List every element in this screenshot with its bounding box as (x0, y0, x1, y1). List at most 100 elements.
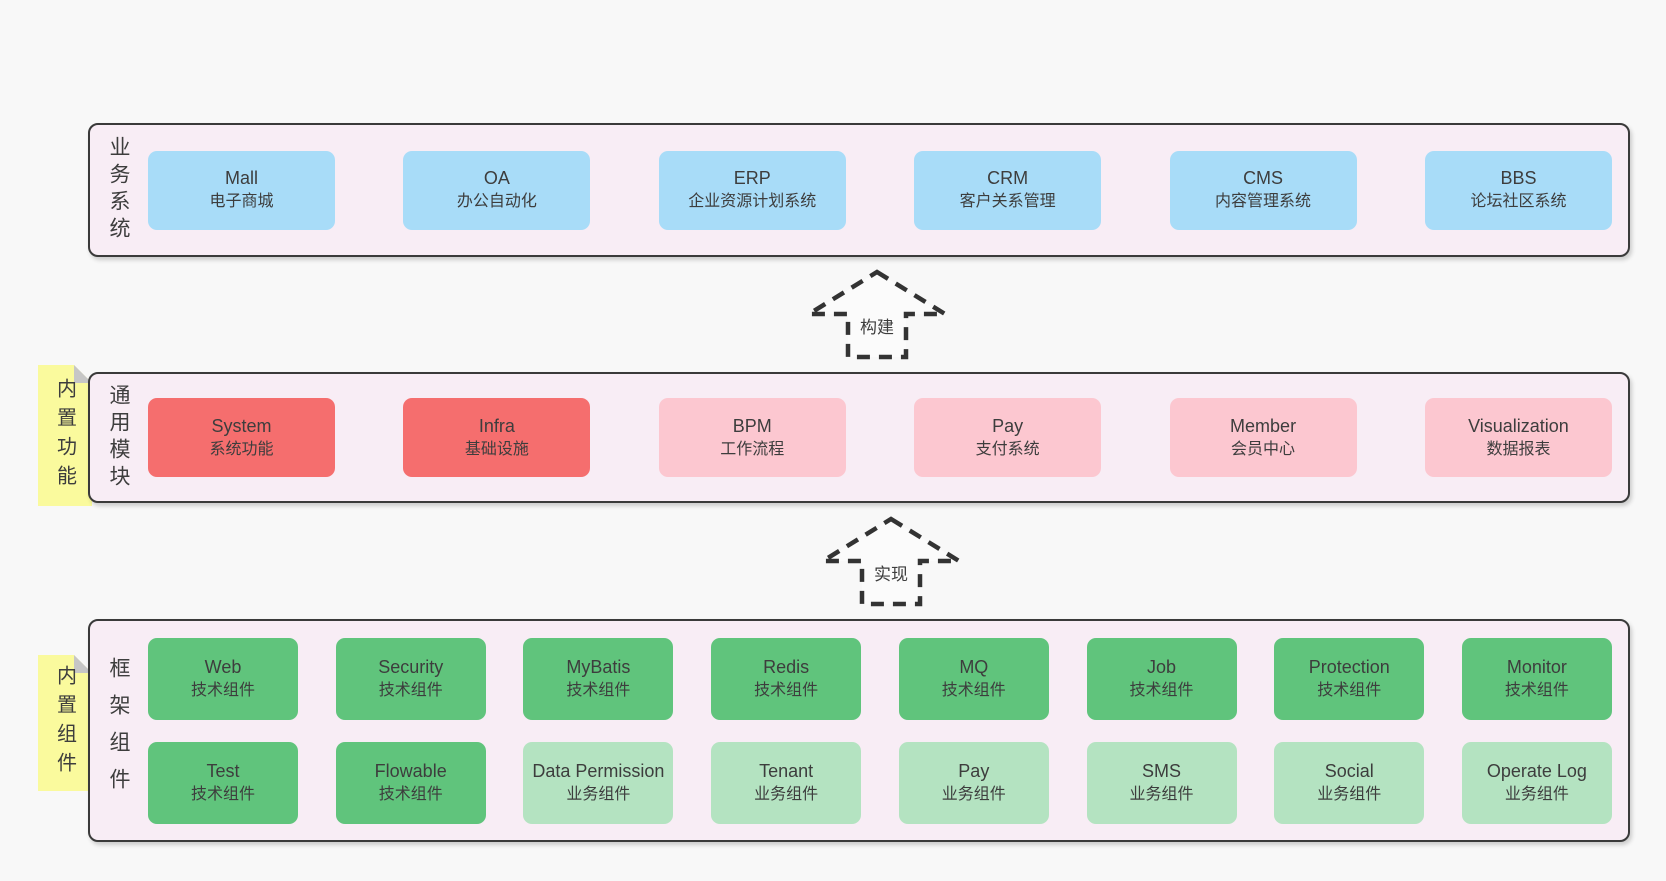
band-boxes: System 系统功能 Infra 基础设施 BPM 工作流程 Pay 支付系统 Member 会… (148, 374, 1612, 501)
box-subtitle: 业务组件 (1129, 785, 1194, 803)
arrow-implement: 实现 (820, 515, 962, 607)
box-subtitle: 技术组件 (378, 681, 443, 699)
box-title: Visualization (1468, 415, 1569, 436)
box-subtitle: 技术组件 (1129, 681, 1194, 699)
box-subtitle: 业务组件 (1317, 785, 1382, 803)
box-subtitle: 技术组件 (754, 681, 819, 699)
sticky-note-label: 内置组件 (53, 665, 76, 781)
band-side-label: 通用模块 (107, 383, 130, 492)
sticky-note-built-in-functions: 内置功能 (38, 365, 92, 506)
box-subtitle: 业务组件 (1504, 785, 1569, 803)
arrow-label: 构建 (856, 312, 898, 339)
box-title: MQ (959, 656, 989, 677)
box-subtitle: 基础设施 (464, 440, 529, 458)
box-title: CMS (1243, 168, 1284, 188)
box-title: MyBatis (566, 656, 631, 677)
box-subtitle: 技术组件 (378, 785, 443, 803)
box-title: Data Permission (532, 760, 665, 781)
arrow-label: 实现 (870, 559, 912, 586)
box-subtitle: 技术组件 (190, 785, 255, 803)
box-title: Redis (763, 656, 810, 677)
box-title: BBS (1500, 168, 1537, 188)
box-components-monitor: Monitor 技术组件 (1461, 637, 1612, 720)
sticky-note-built-in-components: 内置组件 (38, 655, 92, 791)
box-components-tenant: Tenant 业务组件 (711, 741, 862, 824)
box-title: Pay (958, 760, 990, 781)
box-title: Monitor (1506, 656, 1567, 677)
box-title: Flowable (374, 760, 447, 781)
box-title: ERP (733, 168, 771, 188)
box-title: Security (378, 656, 444, 677)
box-title: OA (483, 168, 510, 188)
box-components-protection: Protection 技术组件 (1274, 637, 1425, 720)
box-subtitle: 技术组件 (1504, 681, 1569, 699)
box-subtitle: 办公自动化 (456, 193, 537, 210)
sticky-note-label: 内置功能 (53, 377, 76, 494)
box-title: Tenant (759, 760, 814, 781)
box-title: SMS (1142, 760, 1182, 781)
box-subtitle: 技术组件 (941, 681, 1006, 699)
box-title: System (211, 415, 272, 436)
box-components-mq: MQ 技术组件 (898, 637, 1049, 720)
box-title: Test (206, 760, 240, 781)
box-business-bbs: BBS 论坛社区系统 (1424, 150, 1612, 230)
box-business-cms: CMS 内容管理系统 (1169, 150, 1357, 230)
box-components-sms: SMS 业务组件 (1086, 741, 1237, 824)
box-subtitle: 系统功能 (209, 440, 274, 458)
box-modules-infra: Infra 基础设施 (403, 398, 591, 477)
band-side-label: 业务系统 (107, 136, 130, 244)
box-modules-visualization: Visualization 数据报表 (1424, 398, 1612, 477)
box-row: Mall 电子商城 OA 办公自动化 ERP 企业资源计划系统 CRM 客户关系管理 CMS 内容… (148, 150, 1612, 230)
box-modules-bpm: BPM 工作流程 (658, 398, 846, 477)
box-subtitle: 企业资源计划系统 (688, 193, 817, 210)
box-title: BPM (732, 415, 772, 436)
box-business-erp: ERP 企业资源计划系统 (658, 150, 846, 230)
box-subtitle: 客户关系管理 (959, 193, 1056, 210)
box-components-social: Social 业务组件 (1274, 741, 1425, 824)
band-common-modules: 通用模块 System 系统功能 Infra 基础设施 BPM 工作流程 Pay 支付系统 Me… (88, 372, 1630, 503)
box-title: Mall (224, 168, 258, 188)
box-components-pay: Pay 业务组件 (898, 741, 1049, 824)
box-business-crm: CRM 客户关系管理 (914, 150, 1102, 230)
box-subtitle: 电子商城 (209, 193, 274, 210)
box-title: Member (1230, 415, 1297, 436)
box-components-test: Test 技术组件 (148, 741, 298, 824)
box-business-mall: Mall 电子商城 (148, 150, 335, 230)
box-title: Protection (1308, 656, 1390, 677)
box-subtitle: 技术组件 (1317, 681, 1382, 699)
box-components-redis: Redis 技术组件 (711, 637, 862, 720)
box-subtitle: 业务组件 (941, 785, 1006, 803)
box-business-oa: OA 办公自动化 (403, 150, 591, 230)
box-components-flowable: Flowable 技术组件 (335, 741, 486, 824)
box-title: Web (204, 656, 242, 677)
box-modules-member: Member 会员中心 (1169, 398, 1357, 477)
band-business-systems: 业务系统 Mall 电子商城 OA 办公自动化 ERP 企业资源计划系统 CRM 客户关系管理… (88, 123, 1630, 257)
box-subtitle: 工作流程 (720, 440, 785, 458)
box-components-operate-log: Operate Log 业务组件 (1461, 741, 1612, 824)
box-subtitle: 内容管理系统 (1215, 193, 1312, 210)
box-title: Infra (478, 415, 515, 436)
box-subtitle: 数据报表 (1486, 440, 1551, 458)
box-subtitle: 支付系统 (975, 440, 1040, 458)
box-title: Pay (992, 415, 1024, 436)
box-title: CRM (987, 168, 1029, 188)
box-subtitle: 会员中心 (1231, 440, 1296, 458)
box-title: Operate Log (1486, 760, 1587, 781)
band-side-label: 框架组件 (107, 656, 130, 805)
arrow-build: 构建 (806, 268, 948, 360)
box-subtitle: 论坛社区系统 (1470, 193, 1567, 210)
band-boxes: Mall 电子商城 OA 办公自动化 ERP 企业资源计划系统 CRM 客户关系管理 CMS 内容… (148, 125, 1612, 255)
box-modules-pay: Pay 支付系统 (914, 398, 1102, 477)
box-title: Social (1324, 760, 1374, 781)
box-subtitle: 业务组件 (754, 785, 819, 803)
box-row: System 系统功能 Infra 基础设施 BPM 工作流程 Pay 支付系统 Member 会… (148, 398, 1612, 477)
